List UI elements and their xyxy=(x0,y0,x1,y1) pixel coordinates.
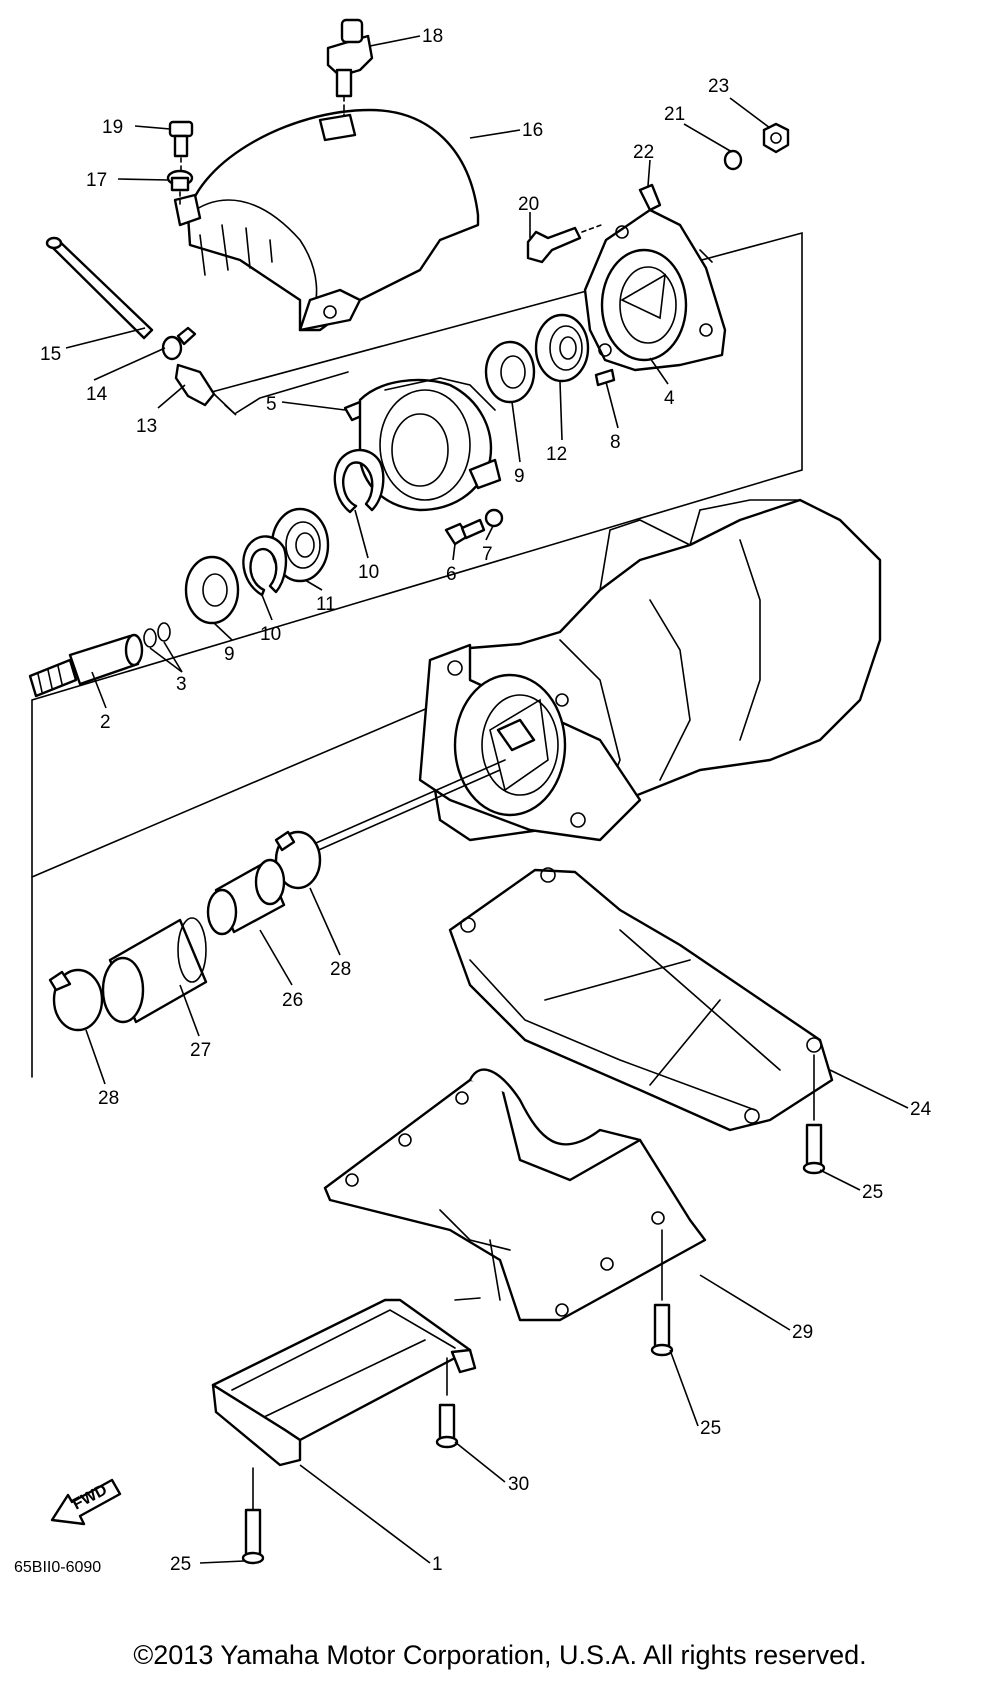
callout-labels: 18 19 17 16 15 14 13 5 22 20 21 23 4 8 1… xyxy=(40,26,932,1575)
part-30-bolt xyxy=(435,1357,459,1449)
drive-shaft-line-2 xyxy=(295,769,501,861)
label-part-17: 17 xyxy=(86,170,107,191)
drive-shaft-line xyxy=(299,759,506,851)
label-part-29: 29 xyxy=(792,1322,813,1343)
diagram-code: 65BII0-6090 xyxy=(14,1559,101,1576)
part-28-clamp-lower xyxy=(48,968,104,1032)
label-part-12: 12 xyxy=(546,444,567,465)
label-part-25-lower: 25 xyxy=(170,1554,191,1575)
label-part-10-lower: 10 xyxy=(260,624,281,645)
part-4-housing xyxy=(583,208,727,372)
label-part-19: 19 xyxy=(102,117,123,138)
part-12-bearing xyxy=(534,313,590,383)
part-14-clamp xyxy=(161,326,197,361)
part-29-intake-duct xyxy=(323,1068,707,1322)
part-22-clip xyxy=(638,183,662,212)
label-part-20: 20 xyxy=(518,194,539,215)
label-part-6: 6 xyxy=(446,564,457,585)
leader-lines xyxy=(65,35,909,1564)
part-21-washer xyxy=(723,149,743,171)
part-10-circlip-upper xyxy=(333,448,385,514)
part-15-hose xyxy=(45,236,154,340)
label-part-22: 22 xyxy=(633,142,654,163)
label-part-28-upper: 28 xyxy=(330,959,351,980)
part-13-fitting xyxy=(174,363,349,416)
label-part-15: 15 xyxy=(40,344,61,365)
label-part-27: 27 xyxy=(190,1040,211,1061)
bearing-housing-body xyxy=(358,377,502,512)
label-part-9-upper: 9 xyxy=(514,466,525,487)
part-2-shaft xyxy=(28,633,144,698)
label-part-18: 18 xyxy=(422,26,443,47)
part-28-clamp-upper xyxy=(274,830,322,890)
label-part-2: 2 xyxy=(100,712,111,733)
label-part-30: 30 xyxy=(508,1474,529,1495)
part-25-bolt-upper xyxy=(802,1054,826,1175)
part-25-bolt-lower xyxy=(241,1467,265,1565)
part-20-bolt xyxy=(526,223,605,264)
fwd-arrow-icon: FWD xyxy=(50,1478,122,1526)
part-6-bolt xyxy=(444,518,486,546)
part-16-pump-cover xyxy=(173,108,480,332)
label-part-9-lower: 9 xyxy=(224,644,235,665)
label-part-24: 24 xyxy=(910,1099,932,1120)
jet-pump-body xyxy=(418,498,882,842)
label-part-5: 5 xyxy=(266,394,277,415)
label-part-25-middle: 25 xyxy=(700,1418,721,1439)
part-25-bolt-middle xyxy=(650,1229,674,1357)
label-part-13: 13 xyxy=(136,416,157,437)
label-part-14: 14 xyxy=(86,384,108,405)
label-part-25-upper: 25 xyxy=(862,1182,883,1203)
part-9-seal-upper xyxy=(484,340,536,404)
label-part-16: 16 xyxy=(522,120,543,141)
label-part-28-lower: 28 xyxy=(98,1088,119,1109)
part-1-grate xyxy=(211,1297,481,1467)
part-23-nut xyxy=(762,122,790,154)
label-part-23: 23 xyxy=(708,76,729,97)
label-part-11: 11 xyxy=(316,594,336,615)
part-26-sleeve xyxy=(206,858,286,936)
part-8-pin xyxy=(594,368,616,387)
part-9-seal-lower xyxy=(184,555,240,625)
subassembly-boundary-lower xyxy=(31,689,471,878)
label-part-10-upper: 10 xyxy=(358,562,379,583)
copyright-notice: ©2013 Yamaha Motor Corporation, U.S.A. A… xyxy=(133,1640,867,1670)
label-part-1: 1 xyxy=(432,1554,443,1575)
label-part-21: 21 xyxy=(664,104,685,125)
part-10-circlip-lower xyxy=(242,535,288,597)
label-part-4: 4 xyxy=(664,388,675,409)
part-3-o-rings xyxy=(143,622,171,648)
part-18-fitting xyxy=(326,18,374,117)
part-19-bolt xyxy=(168,120,194,171)
label-part-8: 8 xyxy=(610,432,621,453)
label-part-3: 3 xyxy=(176,674,187,695)
label-part-26: 26 xyxy=(282,990,303,1011)
label-part-7: 7 xyxy=(482,544,493,565)
part-27-hose xyxy=(101,917,208,1024)
part-17-collar xyxy=(166,169,194,206)
part-7-washer xyxy=(484,508,504,528)
part-24-plate xyxy=(448,867,834,1132)
